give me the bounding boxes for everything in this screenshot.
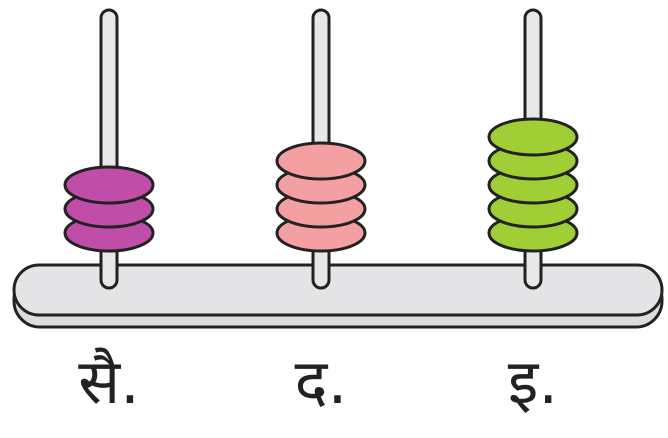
rod-label-hundreds: सै. [78,345,140,418]
bead-tens [275,141,367,181]
rod-label-tens: द. [294,345,348,418]
rod-label-ones: इ. [507,345,559,418]
bead-hundreds [63,165,155,205]
beads-layer [63,117,579,253]
abacus-base [12,263,664,329]
base-top [12,263,664,317]
bead-ones [487,117,579,157]
